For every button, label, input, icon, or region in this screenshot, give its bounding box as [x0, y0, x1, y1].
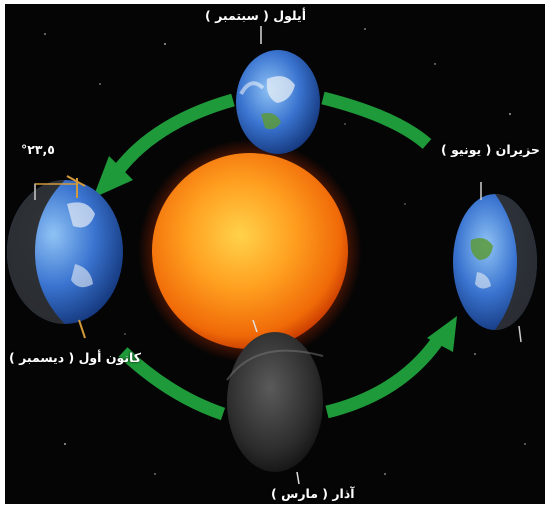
- earth-orbit-diagram: أيلول ( سبتمبر ) حزيران ( يونيو ) ٢٣,٥° …: [5, 4, 545, 504]
- label-september: أيلول ( سبتمبر ): [205, 8, 307, 23]
- label-tilt-angle: ٢٣,٥°: [21, 142, 55, 157]
- orbit-arrow-top: [111, 91, 432, 177]
- earth-september: [236, 26, 320, 154]
- orbit-arrowhead-top: [93, 156, 133, 198]
- orbit-arrowhead-bottom: [427, 316, 457, 352]
- label-december: كانون أول ( ديسمبر ): [9, 350, 141, 365]
- label-march: آذار ( مارس ): [271, 486, 355, 501]
- earth-march: [226, 319, 324, 485]
- starfield: [34, 28, 526, 475]
- earth-june: [453, 182, 537, 343]
- orbit-arrow-bottom: [118, 336, 444, 421]
- label-june: حزيران ( يونيو ): [441, 142, 540, 157]
- earth-december: [7, 175, 123, 339]
- sun: [152, 153, 348, 349]
- diagram-canvas: [7, 26, 537, 485]
